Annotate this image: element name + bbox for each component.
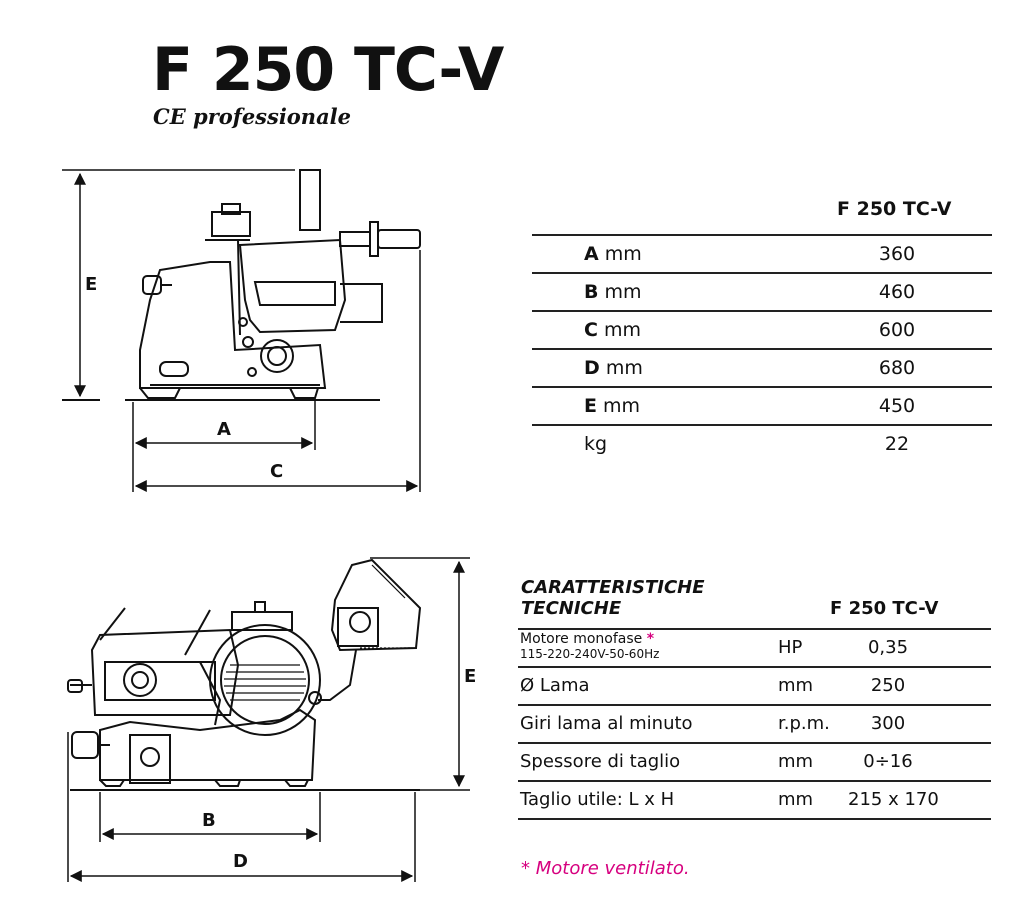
- spec-unit: mm: [778, 751, 814, 772]
- table-row: Spessore di taglio mm 0÷16: [518, 742, 991, 780]
- table-row: kg 22: [532, 424, 992, 462]
- dimension-value: 22: [884, 433, 910, 455]
- dimension-label-d: D: [233, 851, 248, 872]
- page-title: F 250 TC-V: [152, 35, 504, 105]
- dimension-unit: kg: [584, 433, 608, 455]
- side-view-dimensions: [67, 557, 470, 882]
- dimension-value: 600: [878, 319, 916, 341]
- dimension-label-e-side: E: [464, 666, 476, 687]
- dimensions-table-header: F 250 TC-V: [532, 198, 992, 234]
- spec-unit: mm: [778, 789, 814, 810]
- spec-unit: HP: [778, 637, 803, 658]
- dimension-unit: mm: [605, 357, 643, 379]
- spec-label: Motore monofase: [520, 631, 643, 647]
- spec-value: 215 x 170: [848, 789, 939, 810]
- dimension-unit: mm: [603, 395, 641, 417]
- dimensions-column-header: F 250 TC-V: [837, 198, 952, 220]
- table-row: Giri lama al minuto r.p.m. 300: [518, 704, 991, 742]
- dimension-unit: mm: [604, 243, 642, 265]
- dimension-key: E: [584, 395, 597, 417]
- specs-column-header: F 250 TC-V: [830, 598, 939, 619]
- dimension-key: C: [584, 319, 598, 341]
- dimension-key: A: [584, 243, 599, 265]
- spec-label: Giri lama al minuto: [520, 713, 693, 734]
- dimension-label-a: A: [217, 419, 231, 440]
- table-row: C mm 600: [532, 310, 992, 348]
- table-row: Motore monofase * 115-220-240V-50-60Hz H…: [518, 628, 991, 666]
- dimension-value: 680: [878, 357, 916, 379]
- spec-unit: r.p.m.: [778, 713, 830, 734]
- dimension-value: 360: [878, 243, 916, 265]
- specs-table: Motore monofase * 115-220-240V-50-60Hz H…: [518, 628, 991, 820]
- table-row: E mm 450: [532, 386, 992, 424]
- front-view-dimensions: [62, 169, 421, 492]
- table-row: Ø Lama mm 250: [518, 666, 991, 704]
- dimension-key: B: [584, 281, 599, 303]
- dimension-label-b: B: [202, 810, 216, 831]
- dimension-unit: mm: [604, 319, 642, 341]
- spec-value: 250: [870, 675, 906, 696]
- dimension-label-c: C: [270, 461, 283, 482]
- spec-value: 0,35: [867, 637, 909, 658]
- specs-title: CARATTERISTICHE TECNICHE: [521, 577, 705, 619]
- page-subtitle: CE professionale: [153, 104, 352, 129]
- spec-label: Taglio utile: L x H: [520, 789, 675, 810]
- table-row: B mm 460: [532, 272, 992, 310]
- spec-label: Ø Lama: [520, 675, 590, 696]
- dimensions-table: F 250 TC-V A mm 360 B mm 460 C mm 600 D …: [532, 198, 992, 462]
- spec-unit: mm: [778, 675, 814, 696]
- spec-value: 0÷16: [863, 751, 913, 772]
- footnote-star: *: [646, 631, 655, 647]
- spec-sublabel: 115-220-240V-50-60Hz: [520, 647, 660, 661]
- spec-label: Spessore di taglio: [520, 751, 681, 772]
- table-row: A mm 360: [532, 234, 992, 272]
- dimension-key: D: [584, 357, 600, 379]
- dimension-label-e: E: [85, 274, 97, 295]
- table-row: D mm 680: [532, 348, 992, 386]
- table-row: Taglio utile: L x H mm 215 x 170: [518, 780, 991, 820]
- side-view-drawing: [67, 558, 422, 791]
- footnote: * Motore ventilato.: [521, 858, 690, 879]
- front-view-drawing: [62, 169, 421, 401]
- dimension-value: 450: [878, 395, 916, 417]
- dimension-unit: mm: [604, 281, 642, 303]
- dimension-value: 460: [878, 281, 916, 303]
- spec-value: 300: [870, 713, 906, 734]
